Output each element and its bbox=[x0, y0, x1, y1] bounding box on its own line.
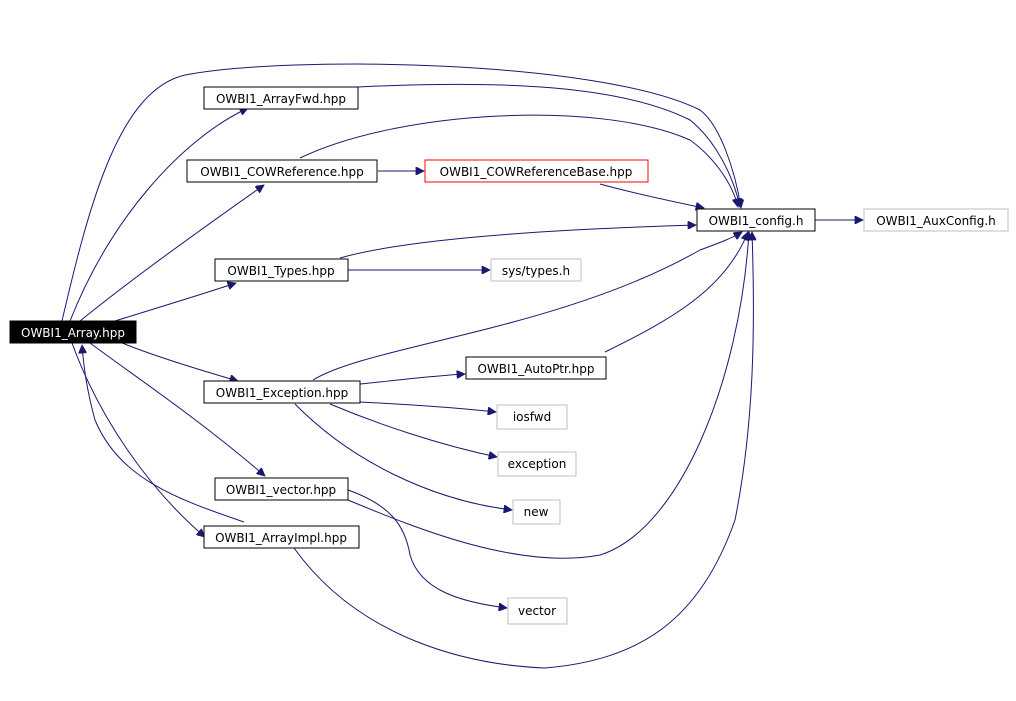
edge-array-types bbox=[114, 283, 236, 322]
node-owbi1-auxconfig-h[interactable]: OWBI1_AuxConfig.h bbox=[863, 208, 1009, 232]
edge-array-exception bbox=[114, 339, 238, 381]
node-iosfwd[interactable]: iosfwd bbox=[496, 404, 568, 430]
edge-vectorhpp-config bbox=[347, 232, 749, 559]
edge-types-config bbox=[339, 225, 696, 259]
node-sys-types-h[interactable]: sys/types.h bbox=[490, 258, 582, 282]
edge-exception-stdnew bbox=[294, 403, 512, 510]
node-owbi1-cowreference-hpp[interactable]: OWBI1_COWReference.hpp bbox=[186, 159, 378, 183]
edge-exception-config bbox=[312, 232, 742, 381]
node-label: OWBI1_COWReferenceBase.hpp bbox=[440, 165, 633, 179]
edge-exception-stdexception bbox=[329, 403, 497, 457]
node-label: OWBI1_ArrayFwd.hpp bbox=[216, 92, 346, 106]
node-label: OWBI1_AutoPtr.hpp bbox=[477, 362, 594, 376]
node-label: OWBI1_ArrayImpl.hpp bbox=[215, 531, 347, 545]
node-label: OWBI1_AuxConfig.h bbox=[876, 214, 996, 228]
node-owbi1-arrayimpl-hpp[interactable]: OWBI1_ArrayImpl.hpp bbox=[203, 525, 360, 549]
edge-cowrefbase-config bbox=[599, 183, 704, 208]
edge-arrayimpl-array bbox=[82, 345, 245, 523]
node-label: sys/types.h bbox=[502, 264, 570, 278]
edge-array-arrayfwd bbox=[69, 108, 248, 322]
edge-exception-autoptr bbox=[359, 374, 465, 385]
node-owbi1-types-hpp[interactable]: OWBI1_Types.hpp bbox=[214, 258, 349, 282]
edge-array-cowref bbox=[79, 185, 264, 322]
node-owbi1-vector-hpp[interactable]: OWBI1_vector.hpp bbox=[214, 477, 349, 501]
edge-cowref-config bbox=[299, 114, 738, 207]
node-label: exception bbox=[508, 457, 567, 471]
edges bbox=[61, 63, 863, 669]
node-owbi1-array-hpp[interactable]: OWBI1_Array.hpp bbox=[9, 320, 137, 344]
nodes: OWBI1_Array.hpp OWBI1_ArrayFwd.hpp OWBI1… bbox=[9, 86, 1009, 625]
edge-autoptr-config bbox=[604, 232, 748, 353]
edge-exception-iosfwd bbox=[359, 401, 496, 412]
node-owbi1-autoptr-hpp[interactable]: OWBI1_AutoPtr.hpp bbox=[465, 356, 607, 380]
node-label: vector bbox=[518, 604, 556, 618]
node-std-exception[interactable]: exception bbox=[497, 451, 577, 477]
node-label: iosfwd bbox=[513, 410, 551, 424]
node-owbi1-exception-hpp[interactable]: OWBI1_Exception.hpp bbox=[203, 380, 361, 404]
node-label: OWBI1_Array.hpp bbox=[21, 326, 125, 340]
edge-array-config bbox=[61, 63, 741, 322]
edge-arrayfwd-config bbox=[357, 83, 740, 207]
edge-array-vectorhpp bbox=[89, 342, 265, 476]
node-label: new bbox=[524, 505, 549, 519]
node-std-vector[interactable]: vector bbox=[507, 597, 568, 625]
node-owbi1-cowreferencebase-hpp[interactable]: OWBI1_COWReferenceBase.hpp bbox=[424, 159, 649, 183]
node-owbi1-config-h[interactable]: OWBI1_config.h bbox=[696, 208, 816, 232]
edge-array-arrayimpl bbox=[71, 342, 205, 537]
node-label: OWBI1_Types.hpp bbox=[227, 264, 334, 278]
edge-vectorhpp-stdvector bbox=[347, 489, 507, 608]
node-std-new[interactable]: new bbox=[512, 499, 561, 525]
node-label: OWBI1_config.h bbox=[709, 214, 804, 228]
node-label: OWBI1_COWReference.hpp bbox=[200, 165, 364, 179]
node-owbi1-arrayfwd-hpp[interactable]: OWBI1_ArrayFwd.hpp bbox=[203, 86, 359, 110]
edge-arrayimpl-config bbox=[293, 232, 753, 669]
node-label: OWBI1_Exception.hpp bbox=[216, 386, 348, 400]
node-label: OWBI1_vector.hpp bbox=[226, 483, 336, 497]
